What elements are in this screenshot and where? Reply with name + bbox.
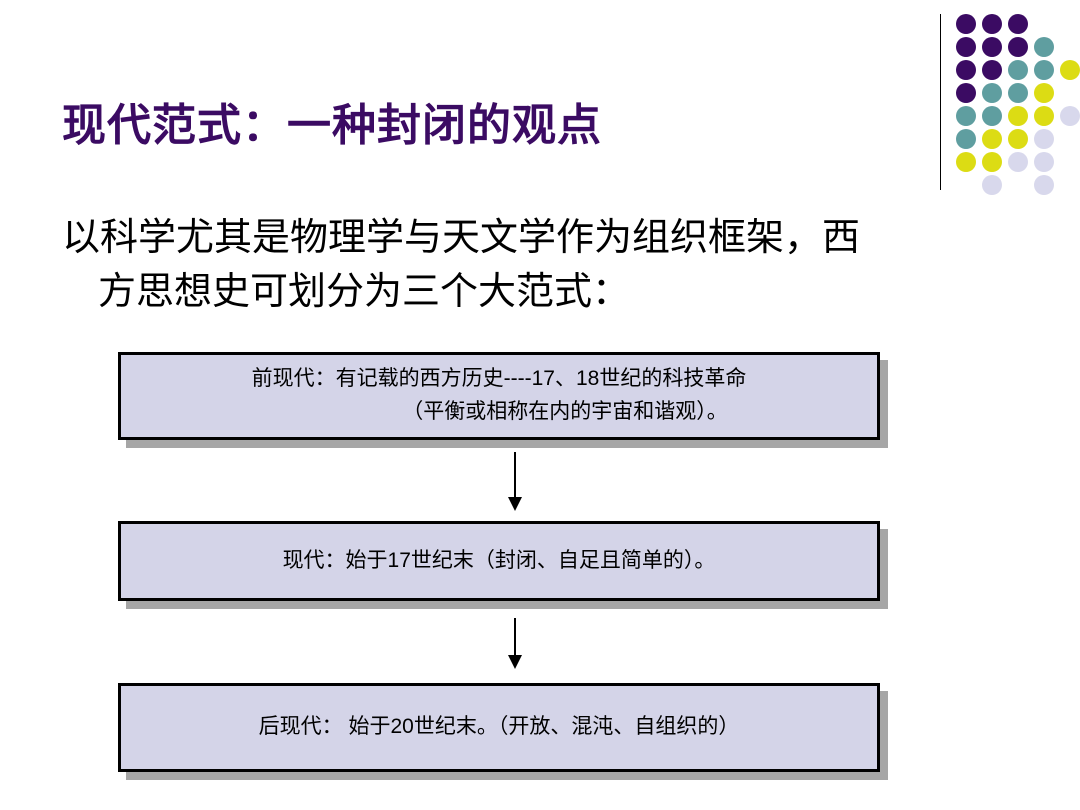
arrow-shaft [514, 452, 516, 498]
logo-dot [1060, 106, 1080, 126]
logo-dot [1008, 129, 1028, 149]
logo-dot [956, 37, 976, 57]
body-line-2: 方思想史可划分为三个大范式： [98, 270, 631, 313]
logo-dot [1008, 106, 1028, 126]
body-paragraph: 以科学尤其是物理学与天文学作为组织框架，西 方思想史可划分为三个大范式： [62, 212, 1022, 320]
logo-dot [956, 83, 976, 103]
logo-dot [982, 175, 1002, 195]
flow-box-body: 后现代： 始于20世纪末。（开放、混沌、自组织的） [118, 683, 880, 772]
logo-dot [1008, 14, 1028, 34]
logo-dot [982, 129, 1002, 149]
logo-dot [982, 14, 1002, 34]
flow-box-line-1: 现代：始于17世纪末（封闭、自足且简单的）。 [282, 548, 716, 572]
arrow-2 [508, 618, 522, 669]
arrow-head [508, 497, 522, 511]
logo-dot [956, 14, 976, 34]
logo-dot [982, 37, 1002, 57]
logo-dot [1008, 152, 1028, 172]
page-title: 现代范式：一种封闭的观点 [62, 101, 602, 150]
logo-dot [956, 60, 976, 80]
logo-dot [982, 152, 1002, 172]
vertical-divider-line [940, 14, 941, 190]
logo-dot [1034, 129, 1054, 149]
logo-dot [956, 152, 976, 172]
body-line-1: 以科学尤其是物理学与天文学作为组织框架，西 [62, 217, 861, 259]
flow-box-line-2: （平衡或相称在内的宇宙和谐观）。 [402, 400, 728, 423]
flow-box-line-1: 后现代： 始于20世纪末。（开放、混沌、自组织的） [258, 715, 740, 739]
logo-dot [982, 106, 1002, 126]
logo-dot [1034, 60, 1054, 80]
flow-box-modern: 现代：始于17世纪末（封闭、自足且简单的）。 [118, 521, 888, 609]
dot-grid-graphic [956, 14, 1080, 195]
flow-box-body: 现代：始于17世纪末（封闭、自足且简单的）。 [118, 521, 880, 601]
logo-dot [982, 83, 1002, 103]
flow-box-post-modern: 后现代： 始于20世纪末。（开放、混沌、自组织的） [118, 683, 888, 780]
arrow-shaft [514, 618, 516, 656]
arrow-1 [508, 452, 522, 511]
flow-box-body: 前现代：有记载的西方历史----17、18世纪的科技革命 （平衡或相称在内的宇宙和… [118, 352, 880, 440]
flow-box-text: 前现代：有记载的西方历史----17、18世纪的科技革命 （平衡或相称在内的宇宙和… [121, 363, 877, 428]
logo-dot [1034, 175, 1054, 195]
logo-dot [1034, 106, 1054, 126]
flow-box-text: 后现代： 始于20世纪末。（开放、混沌、自组织的） [121, 711, 877, 744]
logo-dot [1008, 60, 1028, 80]
logo-dot [1034, 37, 1054, 57]
logo-dot [1008, 37, 1028, 57]
arrow-head [508, 655, 522, 669]
logo-dot [1060, 60, 1080, 80]
logo-dot [956, 129, 976, 149]
logo-dot [1034, 152, 1054, 172]
flow-box-text: 现代：始于17世纪末（封闭、自足且简单的）。 [121, 545, 877, 578]
flow-box-pre-modern: 前现代：有记载的西方历史----17、18世纪的科技革命 （平衡或相称在内的宇宙和… [118, 352, 888, 448]
flow-box-line-1: 前现代：有记载的西方历史----17、18世纪的科技革命 [251, 367, 747, 391]
logo-decoration [936, 0, 1080, 200]
logo-dot [1008, 83, 1028, 103]
logo-dot [956, 106, 976, 126]
logo-dot [982, 60, 1002, 80]
logo-dot [1034, 83, 1054, 103]
